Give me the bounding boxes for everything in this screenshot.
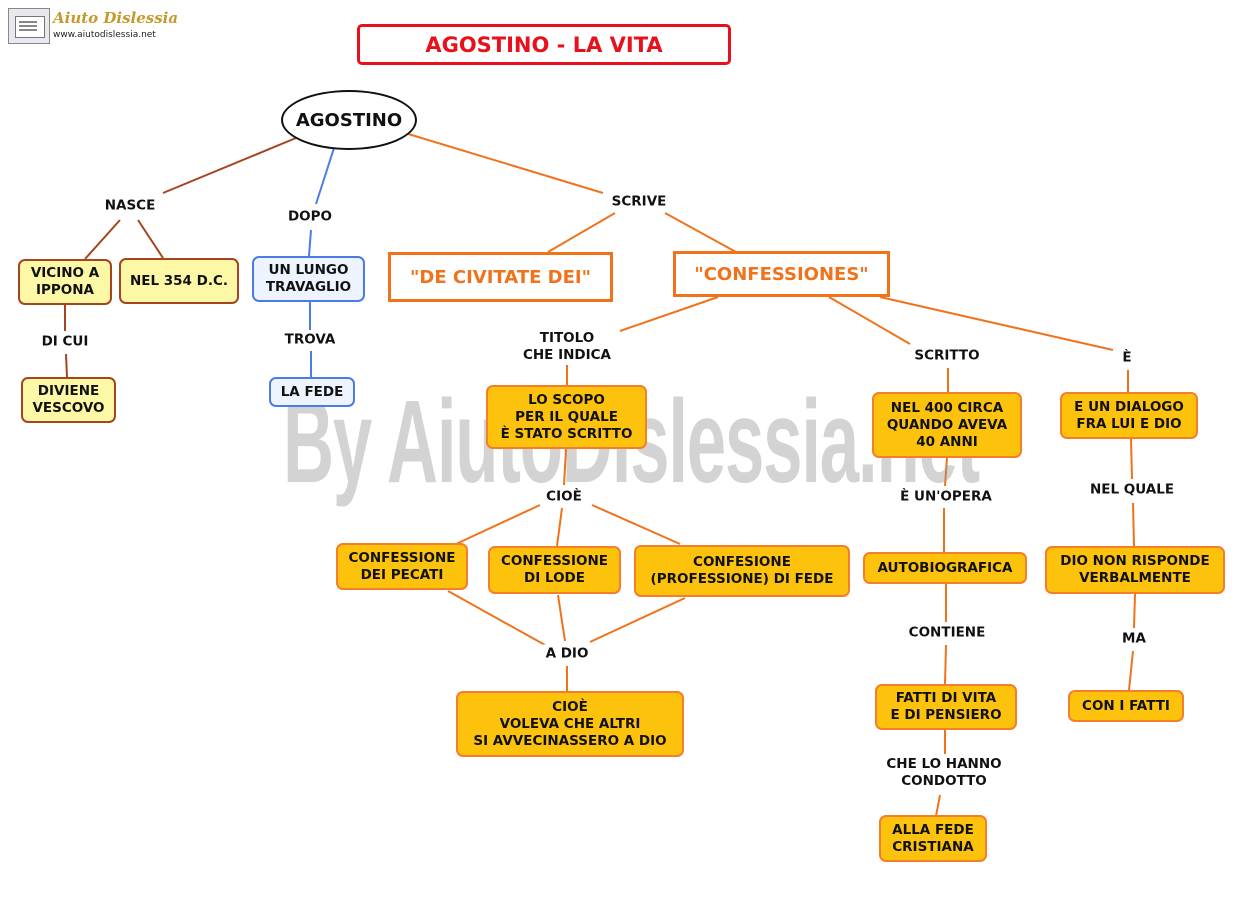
link-dialogo-nelquale [1130, 438, 1133, 480]
link-contiene-fatti [944, 644, 947, 685]
link-confessiones-scritto [828, 296, 911, 345]
map-title: AGOSTINO - LA VITA [357, 24, 731, 65]
node-nel-354: NEL 354 D.C. [119, 258, 239, 304]
link-chelo-allafede [935, 794, 941, 817]
label-scrive: SCRIVE [608, 192, 670, 212]
link-nasce-vicino [84, 219, 121, 260]
label-scritto: SCRITTO [911, 346, 983, 366]
node-e-un-dialogo: E UN DIALOGO FRA LUI E DIO [1060, 392, 1198, 439]
label-titolo-che-indica: TITOLO CHE INDICA [519, 329, 615, 365]
link-agostino-scrive [404, 132, 604, 194]
logo-url: www.aiutodislessia.net [53, 30, 156, 40]
link-profede-adio [589, 597, 686, 643]
link-nelquale-dionon [1132, 502, 1135, 547]
node-confessione-dei-pecati: CONFESSIONE DEI PECATI [336, 543, 468, 590]
link-dicui-diviene [65, 353, 68, 378]
label-cioe: CIOÈ [543, 487, 585, 507]
book-icon [8, 8, 50, 44]
link-cioe-lode [556, 507, 563, 547]
logo-name: Aiuto Dislessia [53, 9, 179, 27]
link-scrive-civitate [547, 212, 616, 253]
node-confesione-professione-di-fede: CONFESIONE (PROFESSIONE) DI FEDE [634, 545, 850, 597]
node-vicino-a-ippona: VICINO A IPPONA [18, 259, 112, 305]
node-diviene-vescovo: DIVIENE VESCOVO [21, 377, 116, 423]
node-cioe-voleva: CIOÈ VOLEVA CHE ALTRI SI AVVECINASSERO A… [456, 691, 684, 757]
link-scrive-confessiones [664, 212, 737, 253]
link-nel400-eunopera [944, 457, 948, 487]
link-dionon-ma [1133, 593, 1136, 629]
link-confessiones-titolo [619, 296, 719, 332]
label-nasce: NASCE [101, 196, 159, 216]
label-e: È [1119, 348, 1135, 368]
label-e-un-opera: È UN'OPERA [897, 487, 995, 507]
label-contiene: CONTIENE [905, 623, 989, 643]
link-cioe-profede [591, 504, 681, 545]
link-dopo-travaglio [308, 229, 312, 257]
link-ma-confatti [1128, 650, 1134, 691]
label-a-dio: A DIO [542, 644, 592, 664]
node-autobiografica: AUTOBIOGRAFICA [863, 552, 1027, 584]
node-lo-scopo: LO SCOPO PER IL QUALE È STATO SCRITTO [486, 385, 647, 449]
link-nasce-nel354 [137, 219, 164, 259]
node-confessione-di-lode: CONFESSIONE DI LODE [488, 546, 621, 594]
node-confessiones: "CONFESSIONES" [673, 251, 890, 297]
aiutodislessia-logo: Aiuto Dislessia www.aiutodislessia.net [8, 8, 178, 48]
node-un-lungo-travaglio: UN LUNGO TRAVAGLIO [252, 256, 365, 302]
node-nel-400-circa: NEL 400 CIRCA QUANDO AVEVA 40 ANNI [872, 392, 1022, 458]
node-alla-fede-cristiana: ALLA FEDE CRISTIANA [879, 815, 987, 862]
node-la-fede: LA FEDE [269, 377, 355, 407]
link-agostino-dopo [315, 147, 335, 205]
link-pecati-adio [447, 590, 546, 646]
label-dopo: DOPO [284, 207, 336, 227]
node-de-civitate-dei: "DE CIVITATE DEI" [388, 252, 613, 302]
link-scopo-cioe [563, 448, 567, 486]
label-che-lo-hanno-condotto: CHE LO HANNO CONDOTTO [883, 755, 1005, 791]
label-ma: MA [1119, 629, 1149, 649]
label-di-cui: DI CUI [38, 332, 92, 352]
root-node-agostino: AGOSTINO [281, 90, 417, 150]
link-confessiones-e [879, 296, 1114, 351]
node-dio-non-risponde: DIO NON RISPONDE VERBALMENTE [1045, 546, 1225, 594]
node-fatti-di-vita: FATTI DI VITA E DI PENSIERO [875, 684, 1017, 730]
link-cioe-pecati [455, 504, 541, 545]
link-lode-adio [557, 594, 566, 642]
node-con-i-fatti: CON I FATTI [1068, 690, 1184, 722]
label-nel-quale: NEL QUALE [1086, 480, 1178, 500]
label-trova: TROVA [281, 330, 339, 350]
link-agostino-nasce [162, 137, 297, 194]
